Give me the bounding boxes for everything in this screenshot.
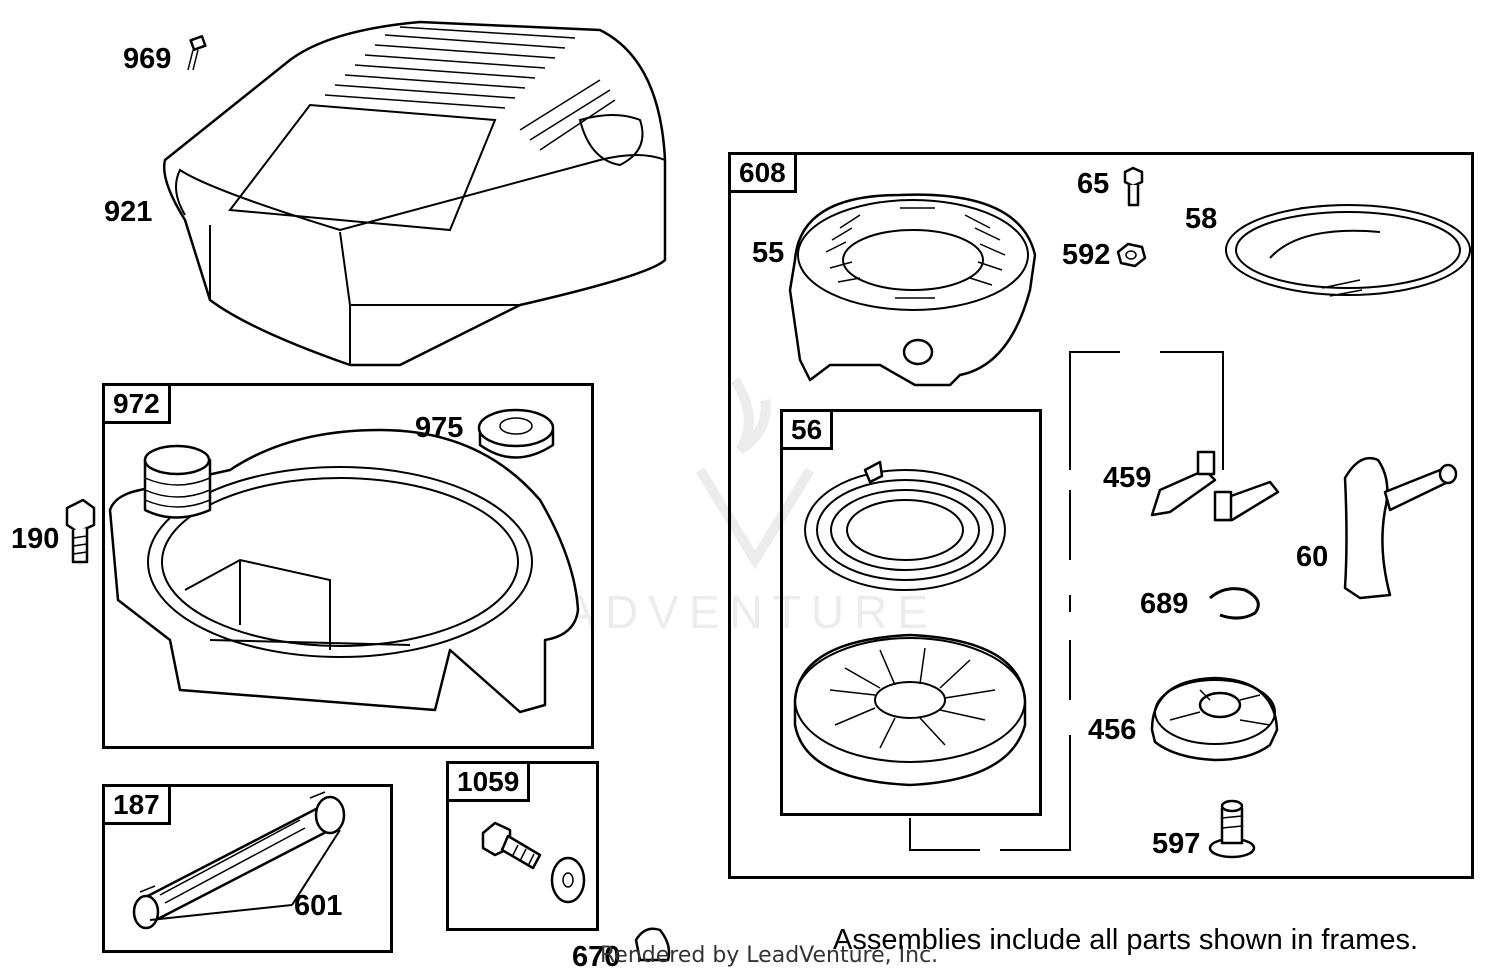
part-975-fuel-cap-icon: [477, 408, 555, 459]
frame-56: 56: [780, 409, 1042, 816]
callout-921: 921: [104, 196, 153, 228]
part-65-bolt-icon: [1123, 166, 1144, 207]
footer-note: Assemblies include all parts shown in fr…: [833, 924, 1419, 956]
part-597-screw-icon: [1208, 799, 1256, 859]
part-969-screw-icon: [187, 34, 207, 71]
frame-972: 972: [102, 383, 594, 749]
callout-459: 459: [1103, 462, 1152, 494]
part-1059-bolt-washer-icon: [481, 821, 586, 904]
part-60-starter-handle-icon: [1343, 456, 1458, 600]
part-58-starter-rope-icon: [1225, 204, 1471, 297]
part-56-spring-pulley-icon: [793, 460, 1027, 787]
part-921-blower-cover-icon: [163, 20, 667, 367]
part-601-fuel-line-icon: [132, 791, 346, 930]
part-689-retainer-ring-icon: [1209, 587, 1260, 620]
frame-187: 187: [102, 784, 393, 953]
frame-608: 608: [728, 152, 1474, 879]
part-55-recoil-housing-icon: [788, 193, 1037, 387]
frame-label-56: 56: [783, 412, 834, 450]
callout-58: 58: [1185, 203, 1218, 235]
frame-label-972: 972: [105, 386, 171, 424]
callout-55: 55: [752, 237, 785, 269]
leadventure-logo: [695, 377, 815, 570]
part-972-fuel-tank-icon: [108, 428, 580, 714]
callout-597: 597: [1152, 828, 1201, 860]
part-592-nut-icon: [1116, 242, 1147, 268]
frame-1059: 1059: [446, 761, 599, 931]
callout-969: 969: [123, 43, 172, 75]
part-190-bolt-icon: [65, 498, 96, 564]
callout-601: 601: [294, 890, 343, 922]
credit-text: Rendered by LeadVenture, Inc.: [600, 943, 939, 968]
assembly-bracket-lines: [909, 351, 1224, 851]
part-456-starter-cup-icon: [1150, 676, 1279, 762]
callout-65: 65: [1077, 168, 1110, 200]
callout-456: 456: [1088, 714, 1137, 746]
frame-label-608: 608: [731, 155, 797, 193]
part-459-pawls-icon: [1150, 450, 1280, 522]
callout-670: 670: [572, 941, 621, 973]
callout-689: 689: [1140, 588, 1189, 620]
frame-label-187: 187: [105, 787, 171, 825]
part-670-icon: [634, 927, 671, 962]
callout-592: 592: [1062, 239, 1111, 271]
callout-60: 60: [1296, 541, 1329, 573]
callout-975: 975: [415, 412, 464, 444]
frame-label-1059: 1059: [449, 764, 531, 802]
callout-190: 190: [11, 523, 60, 555]
